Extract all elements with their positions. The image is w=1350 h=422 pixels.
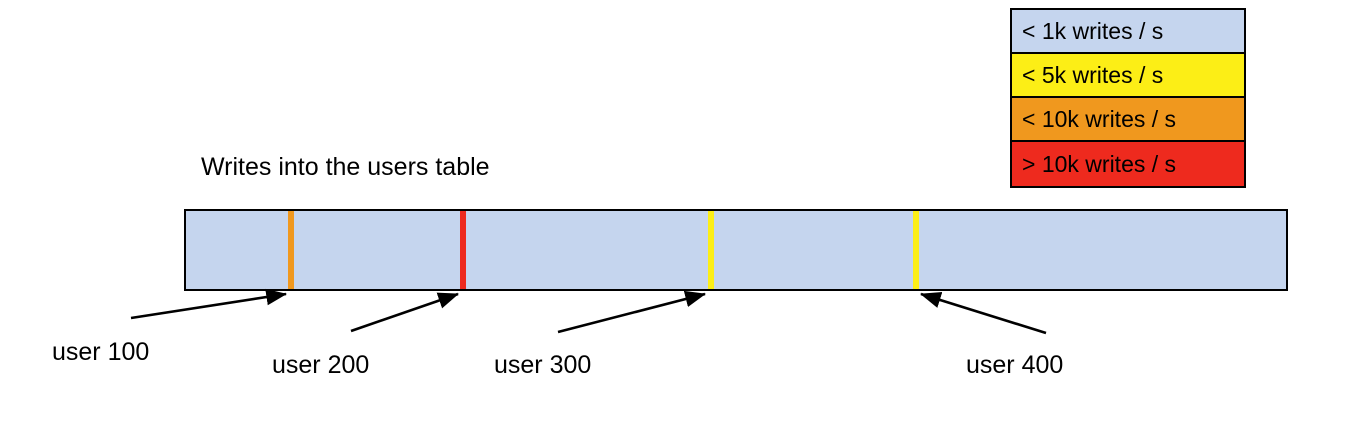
marker-stripe-user-100: [288, 211, 294, 289]
arrow-user-200: [350, 292, 459, 333]
legend-label-under-5k: < 5k writes / s: [1022, 61, 1164, 88]
marker-stripe-user-200: [460, 211, 466, 289]
legend-label-under-1k: < 1k writes / s: [1022, 17, 1164, 44]
legend-row-under-10k: < 10k writes / s: [1012, 98, 1244, 142]
legend-row-under-1k: < 1k writes / s: [1012, 10, 1244, 54]
arrow-user-400: [920, 291, 1047, 335]
marker-stripe-user-400: [913, 211, 919, 289]
arrow-user-300: [557, 290, 707, 334]
marker-label-user-100: user 100: [52, 338, 150, 366]
marker-label-user-300: user 300: [494, 351, 592, 379]
marker-label-user-400: user 400: [966, 351, 1064, 379]
legend-label-over-10k: > 10k writes / s: [1022, 150, 1177, 177]
chart-title: Writes into the users table: [201, 153, 490, 181]
users-table-range-bar: [184, 209, 1288, 291]
legend-label-under-10k: < 10k writes / s: [1022, 105, 1177, 132]
marker-stripe-user-300: [708, 211, 714, 289]
legend-row-under-5k: < 5k writes / s: [1012, 54, 1244, 98]
arrow-user-100: [130, 288, 288, 320]
write-rate-legend: < 1k writes / s < 5k writes / s < 10k wr…: [1010, 8, 1246, 188]
marker-label-user-200: user 200: [272, 351, 370, 379]
legend-row-over-10k: > 10k writes / s: [1012, 142, 1244, 186]
